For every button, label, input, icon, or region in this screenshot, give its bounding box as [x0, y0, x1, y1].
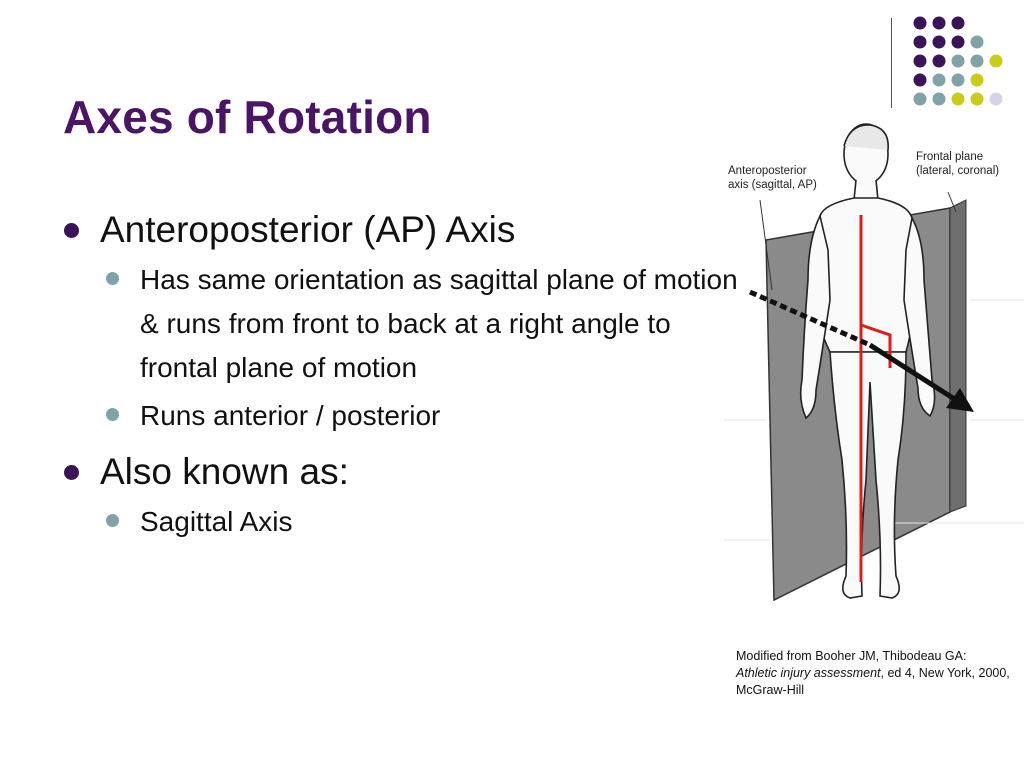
- sub-bullet-text: Sagittal Axis: [140, 506, 293, 537]
- axis-label: Anteroposterior axis (sagittal, AP): [728, 165, 817, 191]
- plane-label: Frontal plane (lateral, coronal): [916, 151, 1000, 177]
- title-divider-line: [891, 18, 892, 108]
- human-figure: [799, 123, 936, 599]
- sub-bullet-text: Runs anterior / posterior: [140, 400, 441, 431]
- sub-bullet-sagittal-axis: Sagittal Axis: [106, 500, 750, 544]
- slide-title: Axes of Rotation: [63, 91, 432, 143]
- anatomy-illustration: [724, 123, 1024, 602]
- plane-label-leader: [947, 191, 957, 213]
- axis-label-leader: [759, 199, 773, 291]
- decorative-dot-grid: [913, 16, 1003, 106]
- sub-bullet-runs: Runs anterior / posterior: [106, 394, 750, 438]
- bullet-text: Also known as:: [100, 451, 349, 492]
- sub-bullet-text: Has same orientation as sagittal plane o…: [140, 264, 738, 383]
- bullet-list: Anteroposterior (AP) Axis Has same orien…: [64, 206, 738, 544]
- background-grid: [724, 299, 1024, 541]
- anatomy-figure: Anteroposterior axis (sagittal, AP) Fron…: [720, 120, 1024, 625]
- bullet-text: Anteroposterior (AP) Axis: [100, 209, 516, 250]
- sub-bullet-dot: [106, 272, 119, 285]
- ap-axis-arrow: [748, 289, 974, 412]
- caption-line2: , ed 4, New York, 2000, McGraw-Hill: [736, 666, 1010, 697]
- sub-bullet-dot: [106, 408, 119, 421]
- caption-line1: Modified from Booher JM, Thibodeau GA:: [736, 649, 967, 663]
- sub-bullet-dot: [106, 514, 119, 527]
- figure-caption: Modified from Booher JM, Thibodeau GA: A…: [736, 648, 1016, 699]
- bullet-dot: [64, 223, 79, 238]
- bullet-anteroposterior-axis: Anteroposterior (AP) Axis: [64, 206, 734, 254]
- bullet-dot: [64, 465, 79, 480]
- caption-book-title: Athletic injury assessment: [736, 666, 881, 680]
- bullet-also-known-as: Also known as:: [64, 448, 734, 496]
- sub-bullet-orientation: Has same orientation as sagittal plane o…: [106, 258, 750, 390]
- dot-grid-dots: [913, 16, 1003, 106]
